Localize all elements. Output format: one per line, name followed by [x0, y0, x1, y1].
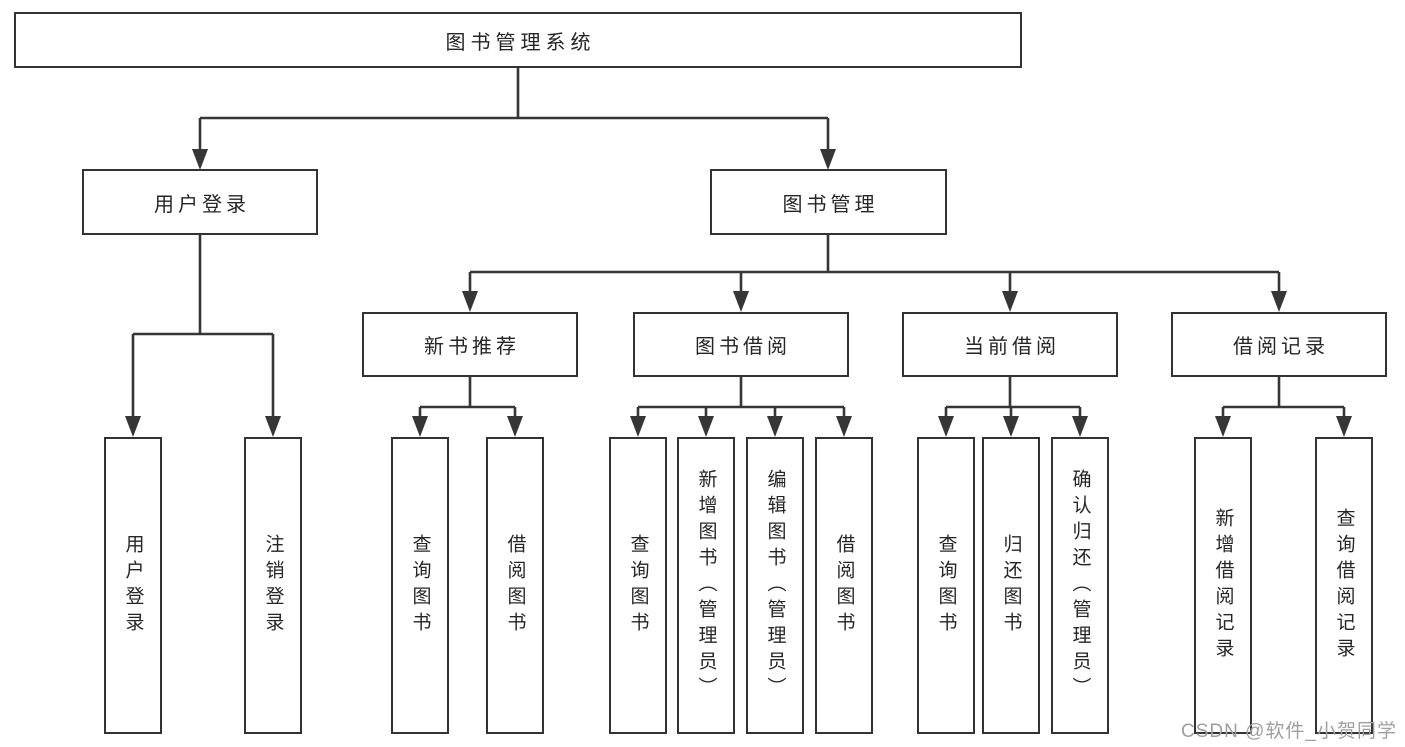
arrowhead — [1215, 416, 1231, 437]
node-leaf-edit-books-admin: 编辑图书（管理员） — [746, 437, 804, 734]
node-label: 查询图书 — [935, 533, 957, 638]
node-leaf-query-borrow-record: 查询借阅记录 — [1315, 437, 1373, 734]
node-label: 图书借阅 — [695, 336, 791, 358]
node-leaf-borrow-books: 借阅图书 — [815, 437, 873, 734]
arrowhead — [630, 416, 646, 437]
node-leaf-add-books-admin: 新增图书（管理员） — [677, 437, 735, 734]
node-current-borrow: 当前借阅 — [902, 312, 1118, 377]
arrowhead — [462, 291, 478, 312]
node-label: 新书推荐 — [424, 336, 520, 358]
node-label: 查询借阅记录 — [1333, 507, 1355, 664]
node-label: 查询图书 — [627, 533, 649, 638]
node-user-login: 用户登录 — [82, 169, 318, 235]
node-leaf-logout: 注销登录 — [244, 437, 302, 734]
node-leaf-query-books-newbook: 查询图书 — [391, 437, 449, 734]
node-label: 借阅图书 — [833, 533, 855, 638]
node-leaf-add-borrow-record: 新增借阅记录 — [1194, 437, 1252, 734]
arrowhead — [1336, 416, 1352, 437]
arrowhead — [1072, 416, 1088, 437]
edge-mgmt-to-level3 — [468, 235, 1281, 294]
arrowhead — [938, 416, 954, 437]
node-borrow-records: 借阅记录 — [1171, 312, 1387, 377]
node-label: 查询图书 — [409, 533, 431, 638]
node-book-borrow: 图书借阅 — [633, 312, 849, 377]
arrowhead — [412, 416, 428, 437]
node-label: 借阅图书 — [504, 533, 526, 638]
node-label: 归还图书 — [1000, 533, 1022, 638]
node-label: 图书管理系统 — [445, 31, 596, 54]
arrowhead — [820, 149, 836, 170]
node-leaf-confirm-return-admin: 确认归还（管理员） — [1051, 437, 1109, 734]
edge-newbook-to-leaves — [418, 377, 517, 420]
edge-borrow-to-leaves — [636, 377, 846, 420]
edge-root-to-level2 — [198, 68, 830, 152]
node-leaf-user-login: 用户登录 — [104, 437, 162, 734]
arrowhead — [698, 416, 714, 437]
node-label: 注销登录 — [262, 533, 284, 638]
node-label: 用户登录 — [122, 533, 144, 638]
node-label: 确认归还（管理员） — [1069, 468, 1091, 703]
node-label: 新增借阅记录 — [1212, 507, 1234, 664]
edge-login-to-leaves — [131, 235, 275, 420]
node-label: 新增图书（管理员） — [695, 468, 717, 703]
node-label: 当前借阅 — [964, 336, 1060, 358]
node-label: 编辑图书（管理员） — [764, 468, 786, 703]
node-label: 用户登录 — [154, 193, 250, 216]
arrowhead — [767, 416, 783, 437]
arrowhead — [1271, 291, 1287, 312]
node-leaf-return-books: 归还图书 — [982, 437, 1040, 734]
arrowhead — [1003, 416, 1019, 437]
node-leaf-borrow-books-newbook: 借阅图书 — [486, 437, 544, 734]
arrowhead — [265, 416, 281, 437]
arrowhead — [1002, 291, 1018, 312]
node-leaf-query-books-current: 查询图书 — [917, 437, 975, 734]
node-leaf-query-books-borrow: 查询图书 — [609, 437, 667, 734]
node-label: 图书管理 — [782, 193, 879, 216]
node-book-management: 图书管理 — [710, 169, 947, 235]
csdn-watermark: CSDN @软件_小贺同学 — [1181, 721, 1397, 742]
edge-current-to-leaves — [944, 377, 1082, 420]
node-new-book-recommend: 新书推荐 — [362, 312, 578, 377]
arrowhead — [192, 149, 208, 170]
arrowhead — [733, 291, 749, 312]
arrowhead — [125, 416, 141, 437]
edge-records-to-leaves — [1221, 377, 1346, 420]
node-label: 借阅记录 — [1233, 336, 1329, 358]
arrowhead — [836, 416, 852, 437]
arrowhead — [507, 416, 523, 437]
node-library-system: 图书管理系统 — [14, 12, 1022, 68]
